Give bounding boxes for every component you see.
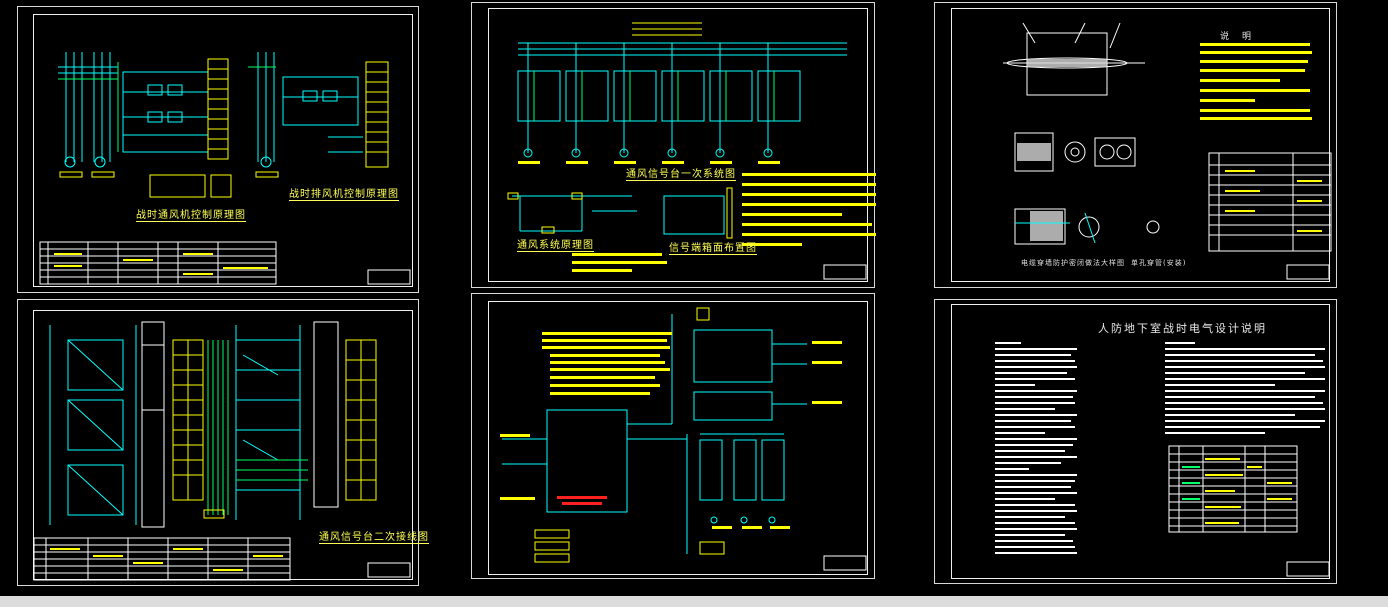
caption-exhaust-control: 战时排风机控制原理图 [289, 185, 399, 201]
sheet-inner-frame [488, 301, 868, 575]
drawing-sheet-signal-primary[interactable]: 通风信号台一次系统图 通风系统原理图 信号端箱面布置图 [471, 2, 876, 288]
caption-secondary-wiring: 通风信号台二次接线图 [319, 528, 429, 544]
drawing-sheet-ventilation-control[interactable]: 战时通风机控制原理图 战时排风机控制原理图 [17, 6, 419, 293]
schematic-lines [507, 22, 876, 280]
caption-cable-sealing: 电缆穿墙防护密闭做法大样图 [1021, 259, 1125, 267]
detail-drawings [1003, 22, 1332, 280]
drawing-sheet-cable-sealing[interactable]: 说 明 电缆穿墙防护密闭做法大样图 单孔穿管(安装) [934, 2, 1337, 288]
caption-fan-control: 战时通风机控制原理图 [136, 206, 246, 222]
sheet-inner-frame [488, 8, 868, 282]
notes-header: 说 明 [1220, 32, 1254, 42]
sheet-inner-frame [951, 8, 1330, 282]
sheet-inner-frame [33, 14, 413, 287]
status-bar [0, 596, 1388, 607]
distribution-lines [500, 307, 867, 571]
caption-single-hole: 单孔穿管(安装) [1131, 259, 1187, 267]
design-notes-title: 人防地下室战时电气设计说明 [1098, 322, 1267, 335]
caption-terminal-box: 信号端箱面布置图 [669, 239, 757, 255]
drawing-sheet-design-notes[interactable]: 人防地下室战时电气设计说明 [934, 299, 1337, 584]
caption-vent-system: 通风系统原理图 [517, 236, 594, 252]
caption-signal-primary: 通风信号台一次系统图 [626, 165, 736, 181]
drawing-sheet-power-distribution[interactable] [471, 293, 875, 579]
sheet-inner-frame [951, 304, 1330, 579]
wiring-lines [33, 321, 411, 581]
notes-text-lines [995, 342, 1330, 577]
schematic-lines [39, 52, 411, 285]
drawing-sheet-secondary-wiring[interactable]: 通风信号台二次接线图 [17, 299, 429, 586]
